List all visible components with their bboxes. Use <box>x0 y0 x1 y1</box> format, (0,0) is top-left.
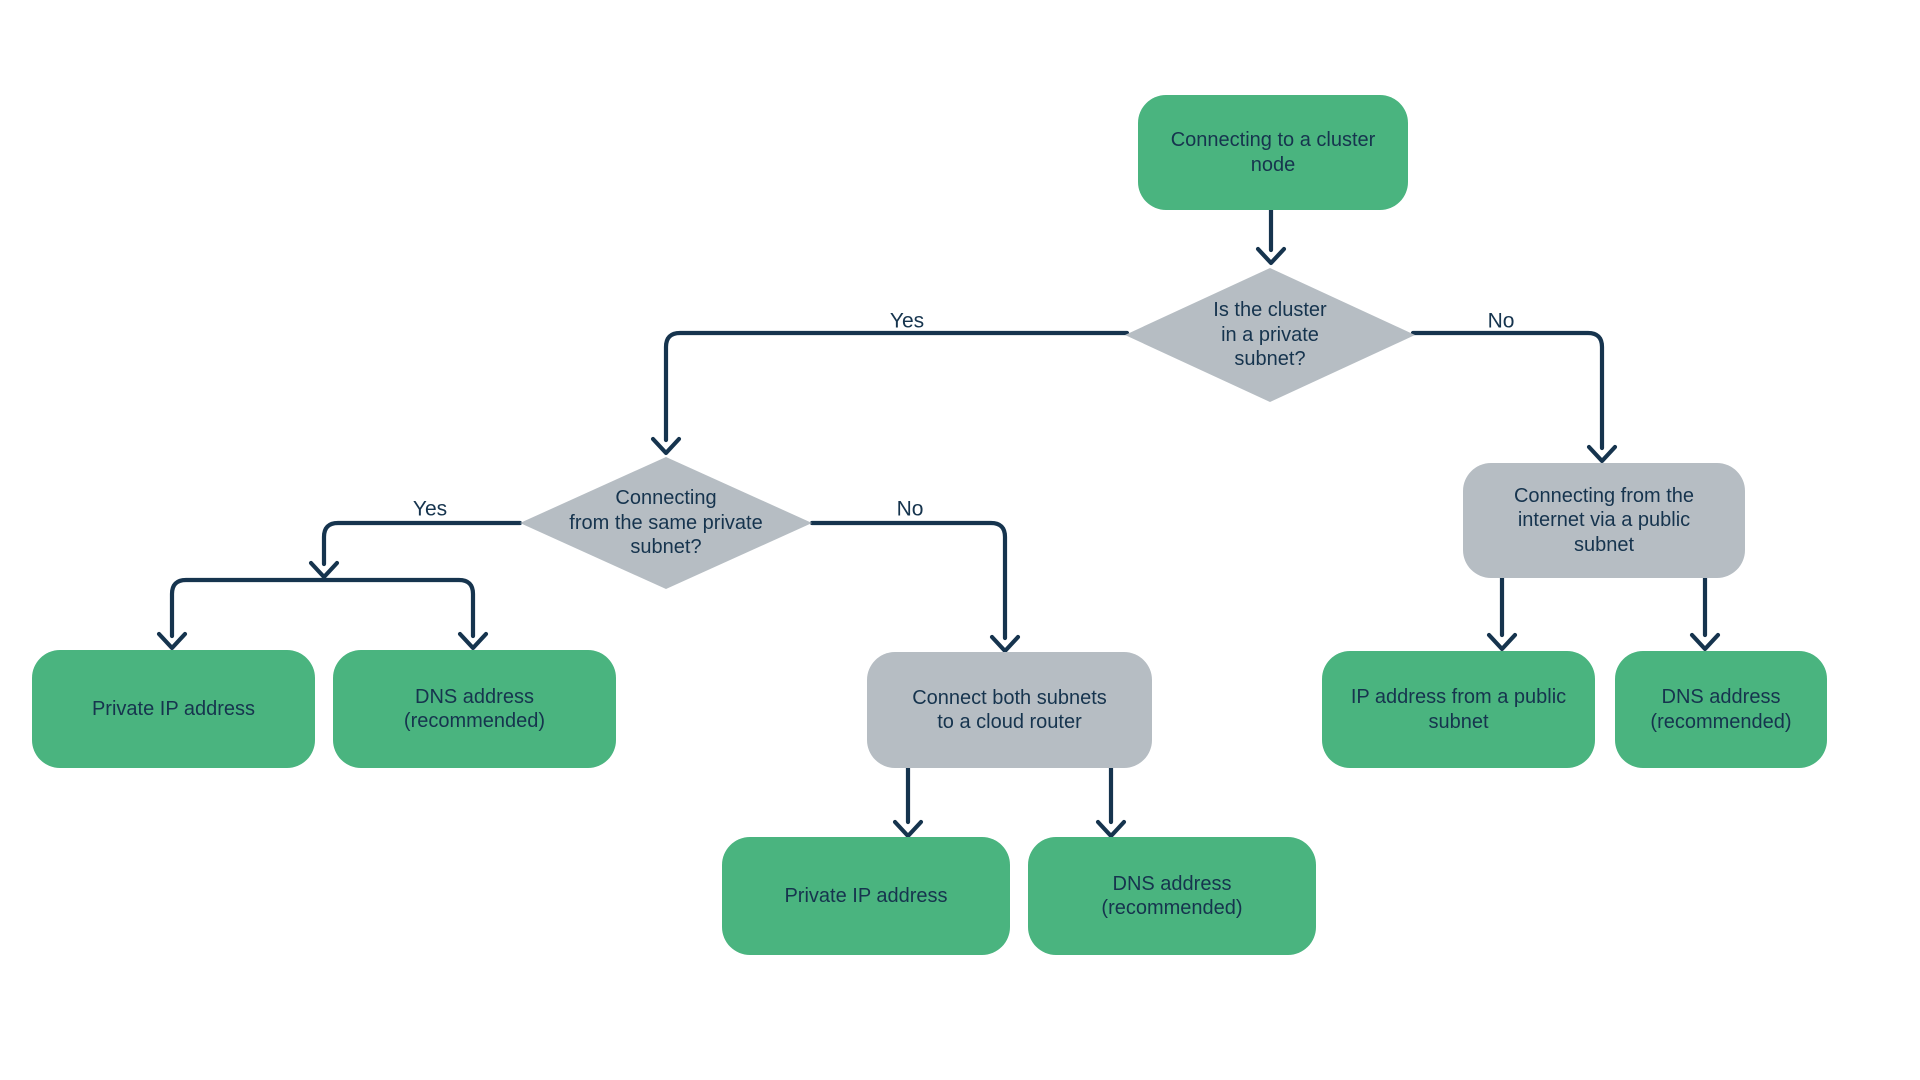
arrowhead-down-icon <box>650 436 682 456</box>
arrowhead-down-icon <box>457 631 489 651</box>
edge-yes-to-direct-addresses <box>156 520 523 651</box>
edge-no-to-cloud-router <box>809 520 1021 654</box>
edge-router-to-dns <box>1095 765 1127 839</box>
node-connect-both-subnets-to-cloud-router: Connect both subnets to a cloud router <box>867 652 1152 768</box>
edge-label-yes-private-subnet: Yes <box>889 309 925 333</box>
arrowhead-down-icon <box>156 631 188 651</box>
node-start: Connecting to a cluster node <box>1138 95 1408 210</box>
arrowhead-down-icon <box>1586 444 1618 464</box>
edge-internet-to-public-ip <box>1486 575 1518 652</box>
arrowhead-down-icon <box>989 634 1021 654</box>
node-dns-address-public: DNS address (recommended) <box>1615 651 1827 768</box>
arrowhead-down-icon <box>1689 632 1721 652</box>
arrowhead-down-icon <box>1095 819 1127 839</box>
arrowhead-down-icon <box>892 819 924 839</box>
edge-no-to-internet-box <box>1410 330 1618 464</box>
edge-start-to-private-subnet-question <box>1255 207 1287 266</box>
node-private-ip-address-same-subnet: Private IP address <box>32 650 315 768</box>
edge-label-yes-same-subnet: Yes <box>412 497 448 521</box>
edge-router-to-private-ip <box>892 765 924 839</box>
node-private-ip-address-router: Private IP address <box>722 837 1010 955</box>
node-ip-address-from-public-subnet: IP address from a public subnet <box>1322 651 1595 768</box>
node-dns-address-same-subnet: DNS address (recommended) <box>333 650 616 768</box>
edge-yes-to-same-subnet-question <box>650 330 1130 456</box>
node-decision-is-cluster-in-private-subnet: Is the cluster in a private subnet? <box>1125 268 1415 402</box>
edge-label-no-same-subnet: No <box>896 497 924 521</box>
arrowhead-down-icon <box>1255 246 1287 266</box>
arrowhead-down-icon <box>1486 632 1518 652</box>
node-dns-address-router: DNS address (recommended) <box>1028 837 1316 955</box>
edge-label-no-private-subnet: No <box>1487 309 1515 333</box>
node-connecting-from-internet-via-public-subnet: Connecting from the internet via a publi… <box>1463 463 1745 578</box>
edge-internet-to-dns <box>1689 575 1721 652</box>
node-decision-connecting-from-same-private-subnet: Connecting from the same private subnet? <box>520 457 812 589</box>
arrowhead-down-icon <box>308 560 340 580</box>
